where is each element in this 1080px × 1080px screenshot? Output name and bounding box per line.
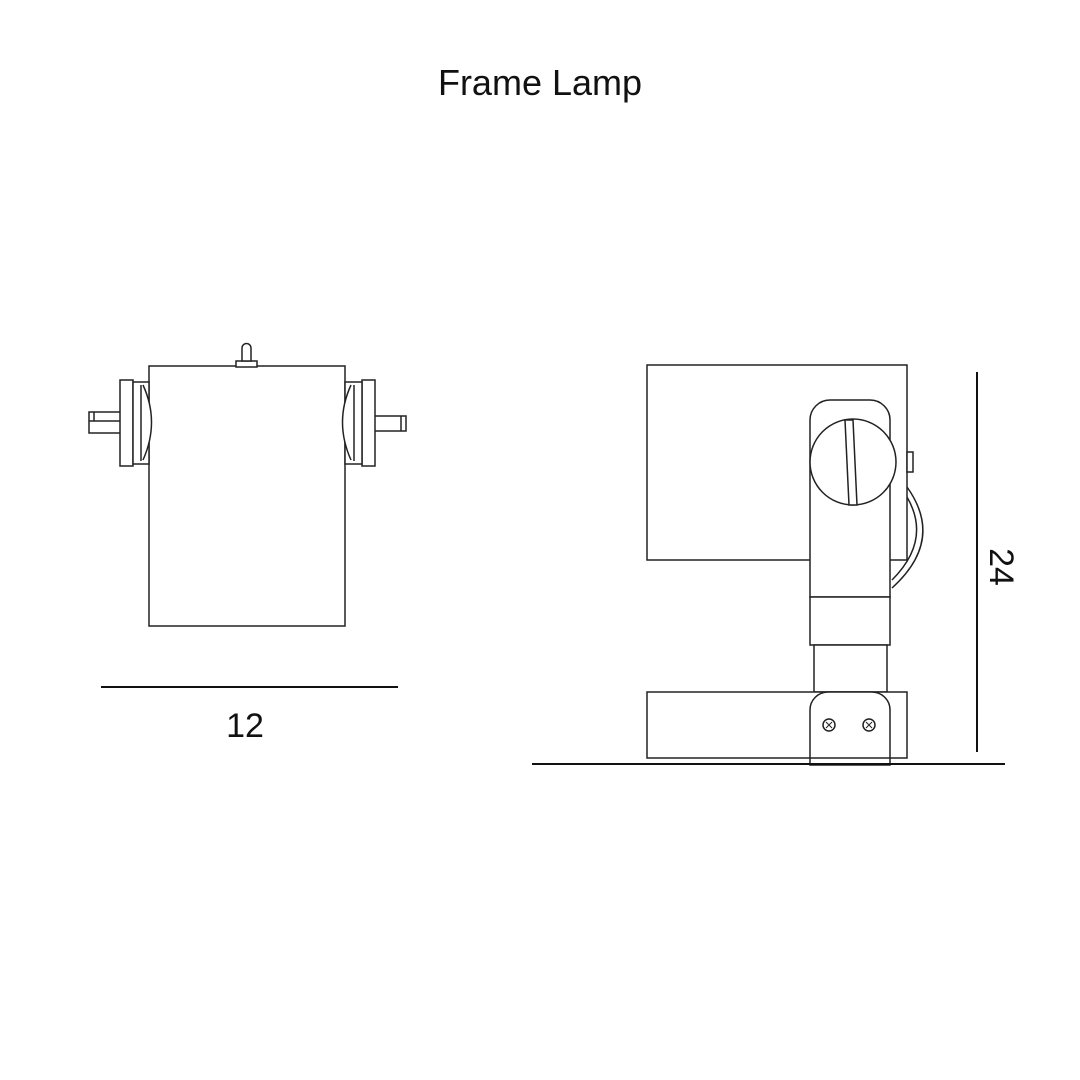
left-pivot — [88, 379, 153, 467]
front-view: 12 — [88, 342, 407, 745]
height-label: 24 — [982, 548, 1020, 586]
cable — [891, 486, 924, 589]
drawing-title: Frame Lamp — [437, 62, 643, 103]
side-nub — [906, 451, 914, 473]
knob-slot — [844, 419, 858, 506]
width-label: 12 — [226, 707, 264, 745]
side-view: 24 — [532, 364, 1020, 766]
screw-icon — [822, 718, 836, 732]
lamp-body-front — [148, 365, 346, 627]
top-switch — [235, 342, 258, 368]
right-pivot — [341, 379, 407, 467]
collar — [809, 596, 891, 646]
clamp — [809, 691, 891, 766]
stem — [813, 644, 888, 693]
screw-icon — [862, 718, 876, 732]
